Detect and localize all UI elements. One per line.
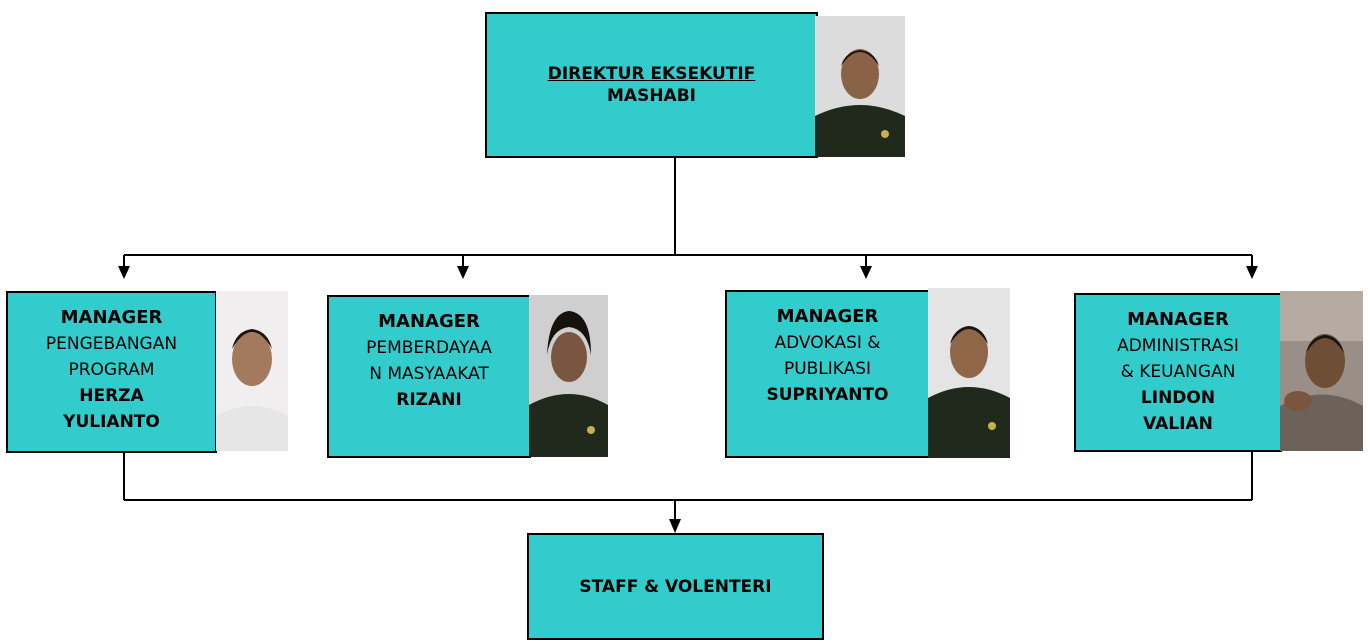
director-title: DIREKTUR EKSEKUTIF — [547, 64, 756, 84]
manager-box-4: MANAGER ADMINISTRASI & KEUANGAN LINDON V… — [1074, 293, 1282, 452]
manager-4-dept-line-2: & KEUANGAN — [1120, 362, 1236, 382]
manager-2-photo — [529, 295, 608, 457]
manager-2-name-line-1: RIZANI — [396, 390, 462, 410]
manager-3-label: MANAGER — [776, 306, 879, 327]
arrow-head-1 — [118, 266, 130, 279]
manager-1-name-line-1: HERZA — [79, 386, 144, 406]
arrow-head-staff — [669, 519, 681, 533]
manager-4-name-line-2: VALIAN — [1143, 414, 1213, 434]
manager-2-dept-line-1: PEMBERDAYAA — [366, 338, 492, 358]
manager-2-dept-line-2: N MASYAAKAT — [369, 364, 489, 384]
arrow-head-4 — [1246, 266, 1258, 279]
manager-box-3: MANAGER ADVOKASI & PUBLIKASI SUPRIYANTO — [725, 290, 930, 458]
director-box: DIREKTUR EKSEKUTIF MASHABI — [485, 12, 818, 158]
director-name: MASHABI — [607, 86, 696, 106]
manager-4-name-line-1: LINDON — [1140, 388, 1216, 408]
manager-3-name-line-1: SUPRIYANTO — [766, 385, 889, 405]
manager-2-label: MANAGER — [378, 311, 480, 332]
director-photo — [815, 16, 905, 157]
manager-4-photo — [1280, 291, 1363, 451]
manager-3-photo — [928, 288, 1010, 458]
manager-box-2: MANAGER PEMBERDAYAA N MASYAAKAT RIZANI — [327, 295, 531, 458]
manager-1-dept-line-2: PROGRAM — [68, 360, 155, 380]
staff-label: STAFF & VOLENTERI — [579, 576, 772, 597]
manager-4-label: MANAGER — [1127, 309, 1229, 330]
manager-3-dept-line-2: PUBLIKASI — [783, 359, 872, 379]
arrow-head-3 — [860, 266, 872, 279]
manager-4-dept-line-1: ADMINISTRASI — [1117, 336, 1239, 356]
staff-box: STAFF & VOLENTERI — [527, 533, 824, 640]
manager-1-label: MANAGER — [60, 307, 163, 328]
manager-1-photo — [216, 291, 288, 451]
manager-3-dept-line-1: ADVOKASI & — [774, 333, 881, 353]
manager-1-dept-line-1: PENGEBANGAN — [45, 334, 178, 354]
manager-box-1: MANAGER PENGEBANGAN PROGRAM HERZA YULIAN… — [6, 291, 217, 453]
manager-1-name-line-2: YULIANTO — [63, 412, 160, 432]
arrow-head-2 — [457, 266, 469, 279]
